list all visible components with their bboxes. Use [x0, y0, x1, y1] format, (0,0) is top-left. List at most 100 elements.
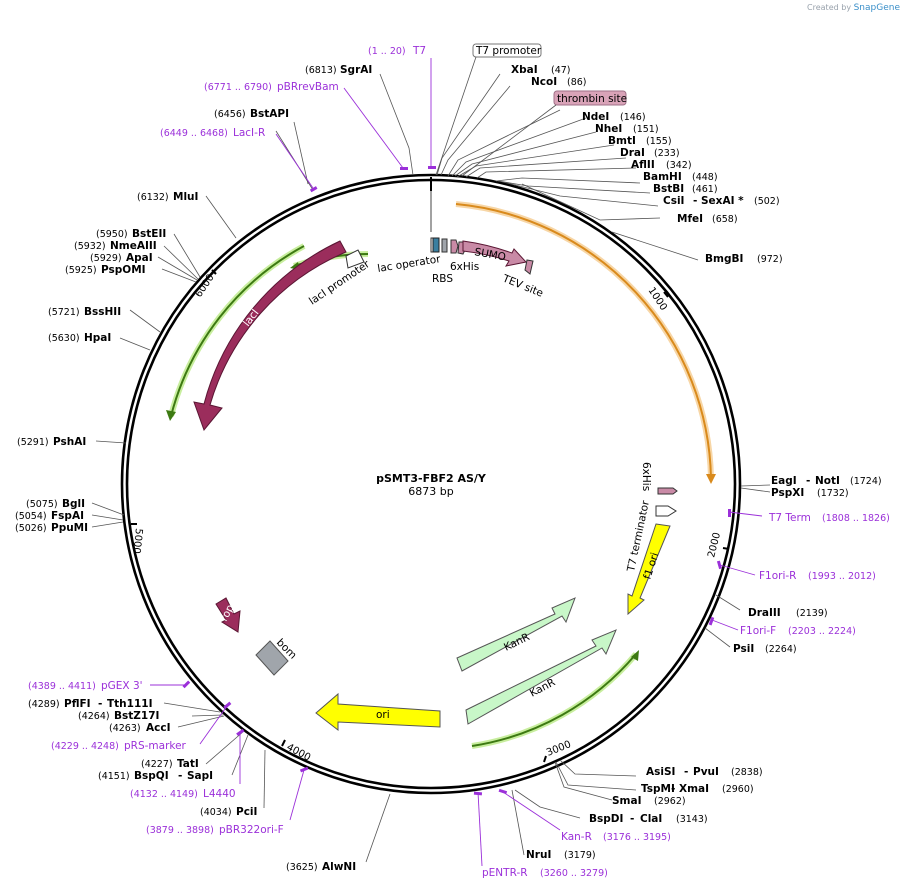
enzyme-nrui[interactable]: NruI(3179): [526, 849, 596, 861]
enzyme-sgrai[interactable]: (6813)SgrAI: [305, 64, 372, 76]
enzyme-csii[interactable]: CsiI-SexAI *(502): [663, 195, 780, 207]
laci-feature-arrow[interactable]: [193, 240, 347, 432]
primer-t7-term[interactable]: T7 Term(1808 .. 1826): [768, 512, 890, 524]
enzyme-nhei[interactable]: NheI(151): [595, 123, 659, 135]
enzyme-pflfi[interactable]: (4289)PflFI-Tth111I: [28, 698, 152, 710]
orf-arc-green-left: [170, 245, 305, 417]
svg-text:ClaI: ClaI: [640, 813, 662, 825]
primer-pbrrevbam[interactable]: (6771 .. 6790)pBRrevBam: [204, 81, 339, 93]
kanr-feature-arrow-1[interactable]: [456, 597, 576, 672]
svg-text:(1724): (1724): [850, 476, 882, 487]
credit-prefix: Created by: [807, 3, 852, 12]
ori-feature-arrow[interactable]: [315, 692, 441, 732]
his-tag-label: 6xHis: [450, 261, 479, 273]
enzyme-hpai[interactable]: (5630)HpaI: [48, 332, 111, 344]
snapgene-credit: Created by SnapGene: [807, 3, 900, 13]
enzyme-ndei[interactable]: NdeI(146): [582, 111, 646, 123]
enzyme-draiii[interactable]: DraIII(2139): [748, 607, 828, 619]
primer-leader-lines: [150, 58, 763, 867]
backbone-outer-strand: [120, 173, 742, 795]
enzyme-leader-lines: [91, 73, 771, 863]
enzyme-pshai[interactable]: (5291)PshAI: [17, 436, 86, 448]
enzyme-pspxi[interactable]: PspXI(1732): [771, 487, 849, 499]
enzyme-bmti[interactable]: BmtI(155): [608, 135, 672, 147]
laci-promoter-arrow[interactable]: [345, 249, 365, 269]
enzyme-tati[interactable]: (4227)TatI: [141, 758, 199, 770]
enzyme-bspqi[interactable]: (4151)BspQI-SapI: [98, 770, 213, 782]
enzyme-pcii[interactable]: (4034)PciI: [200, 806, 257, 818]
bom-feature-box[interactable]: [255, 640, 289, 676]
rop-feature-arrow[interactable]: [215, 597, 241, 633]
enzyme-mfei[interactable]: MfeI(658): [677, 213, 738, 225]
svg-text:pBR322ori-F: pBR322ori-F: [219, 824, 284, 836]
enzyme-apai[interactable]: (5929)ApaI: [90, 252, 153, 264]
primer-pentr-r[interactable]: pENTR-R(3260 .. 3279): [482, 867, 608, 879]
lac-operator-label: lac operator: [377, 253, 442, 275]
primer-l4440[interactable]: (4132 .. 4149)L4440: [130, 788, 236, 800]
svg-text:PsiI: PsiI: [733, 643, 754, 655]
enzyme-bstbi[interactable]: BstBI(461): [653, 183, 718, 195]
t7-terminator-arrow[interactable]: [655, 505, 677, 517]
enzyme-drai[interactable]: DraI(233): [620, 147, 680, 159]
svg-text:AflII: AflII: [631, 159, 655, 171]
enzyme-ncoi[interactable]: NcoI (86): [531, 76, 587, 88]
svg-text:MluI: MluI: [173, 191, 198, 203]
enzyme-bsshii[interactable]: (5721)BssHII: [48, 306, 121, 318]
tick-3000: 3000: [543, 739, 573, 763]
svg-text:PspXI: PspXI: [771, 487, 804, 499]
enzyme-bgli[interactable]: (5075)BglI: [26, 498, 85, 510]
enzyme-bspdi[interactable]: BspDI-ClaI(3143): [589, 813, 708, 825]
f1-ori-feature-arrow[interactable]: [627, 523, 671, 616]
enzyme-aflii[interactable]: AflII(342): [631, 159, 692, 171]
lac-operator-box[interactable]: [432, 237, 440, 253]
svg-text:-: -: [671, 783, 675, 795]
his-tag-arrow[interactable]: [450, 239, 459, 254]
his-tag-c-label: 6xHis: [640, 462, 652, 491]
sumo-feature-arrow[interactable]: [462, 240, 527, 267]
primer-t7[interactable]: (1 .. 20)T7: [368, 45, 426, 57]
enzyme-nmeaiii[interactable]: (5932)NmeAIII: [74, 240, 157, 252]
enzyme-bstz17i[interactable]: (4264)BstZ17I: [78, 710, 159, 722]
kanr-feature-arrow-2[interactable]: [465, 629, 617, 725]
primer-f1ori-r[interactable]: F1ori-R(1993 .. 2012): [759, 570, 876, 582]
primer-kan-r[interactable]: Kan-R(3176 .. 3195): [561, 831, 671, 843]
primer-pbr322ori-f[interactable]: (3879 .. 3898)pBR322ori-F: [146, 824, 284, 836]
enzyme-acci[interactable]: (4263)AccI: [109, 722, 170, 734]
enzyme-smai[interactable]: SmaI(2962): [612, 795, 686, 807]
enzyme-psii[interactable]: PsiI(2264): [733, 643, 797, 655]
enzyme-xbai[interactable]: XbaI(47): [511, 64, 571, 76]
svg-text:(972): (972): [757, 254, 783, 265]
svg-text:4000: 4000: [285, 742, 313, 764]
svg-text:(5721): (5721): [48, 307, 80, 318]
enzyme-ppumi[interactable]: (5026)PpuMI: [15, 522, 88, 534]
enzyme-eagi[interactable]: EagI-NotI(1724): [771, 475, 882, 487]
enzyme-bsteii[interactable]: (5950)BstEII: [96, 228, 166, 240]
enzyme-asisi[interactable]: AsiSI-PvuI(2838): [646, 766, 763, 778]
enzyme-tspmi[interactable]: TspMI-XmaI(2960): [641, 783, 754, 795]
enzyme-fspai[interactable]: (5054)FspAI: [15, 510, 84, 522]
enzyme-bstapi[interactable]: (6456)BstAPI: [214, 108, 289, 120]
his-tag-c-arrow[interactable]: [657, 487, 678, 495]
svg-text:SexAI *: SexAI *: [701, 195, 744, 207]
svg-text:(461): (461): [692, 184, 718, 195]
enzyme-mlui[interactable]: (6132)MluI: [137, 191, 198, 203]
primer-f1ori-f[interactable]: F1ori-F(2203 .. 2224): [740, 625, 856, 637]
primer-pgex-3[interactable]: (4389 .. 4411)pGEX 3': [28, 680, 143, 692]
primer-laci-r[interactable]: (6449 .. 6468)LacI-R: [160, 127, 265, 139]
svg-text:BspDI: BspDI: [589, 813, 623, 825]
svg-text:(6449 .. 6468): (6449 .. 6468): [160, 128, 228, 139]
orf-arrowhead-green-left: [166, 410, 176, 421]
svg-text:(86): (86): [567, 77, 587, 88]
enzyme-pspomi[interactable]: (5925)PspOMI: [65, 264, 146, 276]
tev-site-arrow[interactable]: [524, 259, 534, 275]
svg-text:NcoI: NcoI: [531, 76, 557, 88]
enzyme-bamhi[interactable]: BamHI(448): [643, 171, 718, 183]
svg-text:(155): (155): [646, 136, 672, 147]
thrombin-leader: [461, 104, 557, 177]
svg-text:XmaI: XmaI: [679, 783, 709, 795]
enzyme-alwni[interactable]: (3625)AlwNI: [286, 861, 356, 873]
rbs-box[interactable]: [441, 238, 448, 253]
sumo-label: SUMO: [473, 246, 506, 263]
enzyme-bmgbi[interactable]: BmgBI(972): [705, 253, 783, 265]
primer-prs-marker[interactable]: (4229 .. 4248)pRS-marker: [51, 740, 187, 752]
